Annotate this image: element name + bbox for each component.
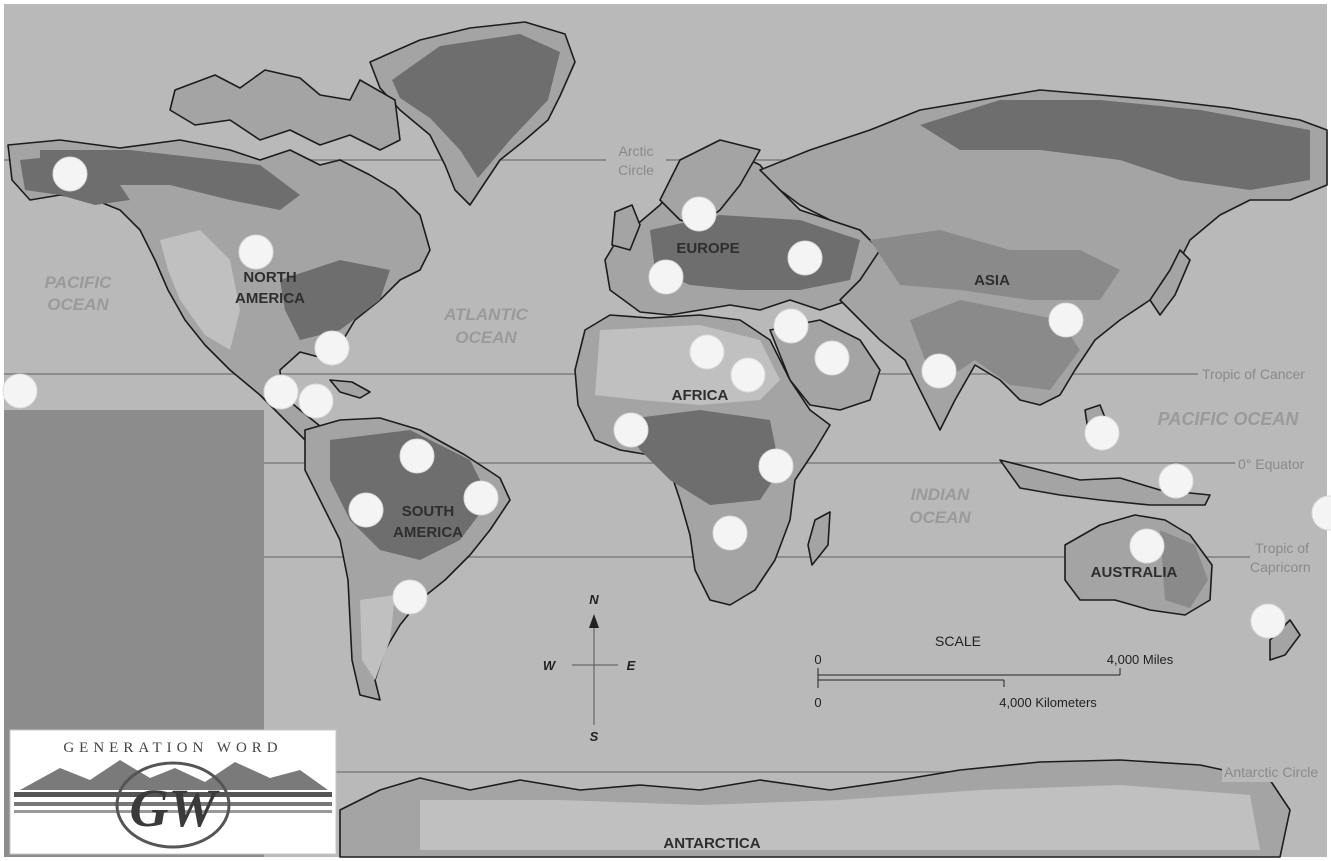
location-marker[interactable] [463, 480, 499, 516]
amazon-region [330, 430, 490, 560]
north-america-north [40, 150, 300, 210]
logo-text: GENERATION WORD [63, 740, 282, 756]
siberia [920, 100, 1310, 190]
location-marker[interactable] [348, 492, 384, 528]
location-marker[interactable] [1158, 463, 1194, 499]
label-arctic-1: Arctic [619, 143, 654, 159]
central-asia [870, 230, 1120, 300]
location-marker[interactable] [263, 374, 299, 410]
location-marker[interactable] [648, 259, 684, 295]
congo-basin [620, 410, 780, 505]
location-marker[interactable] [681, 196, 717, 232]
label-pacific-east: PACIFIC OCEAN [1158, 409, 1300, 429]
label-africa: AFRICA [672, 387, 729, 404]
location-marker[interactable] [1311, 495, 1331, 531]
location-marker[interactable] [52, 156, 88, 192]
location-marker[interactable] [613, 412, 649, 448]
scale-kilometers: 4,000 Kilometers [999, 695, 1097, 710]
compass-s: S [590, 729, 599, 744]
patagonia [360, 595, 395, 680]
location-marker[interactable] [730, 357, 766, 393]
north-arrow-icon [589, 614, 599, 628]
label-north-america-2: AMERICA [235, 290, 305, 307]
scale-title: SCALE [935, 633, 981, 649]
madagascar [807, 511, 831, 566]
location-marker[interactable] [814, 340, 850, 376]
location-marker[interactable] [2, 373, 38, 409]
location-marker[interactable] [392, 579, 428, 615]
logo-mountains-icon [20, 760, 328, 790]
label-atlantic-2: OCEAN [455, 328, 517, 347]
compass-e: E [627, 658, 636, 673]
compass-rose: N S E W [543, 592, 636, 744]
label-capricorn-2: Capricorn [1250, 559, 1311, 575]
label-australia: AUSTRALIA [1091, 564, 1178, 581]
australia-east [1160, 530, 1208, 608]
north-america-west [160, 230, 240, 350]
scale-bar: SCALE 0 4,000 Miles 0 4,000 Kilometers [814, 633, 1173, 710]
logo-monogram: GW [129, 778, 220, 838]
label-south-america-2: AMERICA [393, 524, 463, 541]
label-europe: EUROPE [676, 240, 739, 257]
location-marker[interactable] [298, 383, 334, 419]
location-marker[interactable] [238, 234, 274, 270]
label-antarctica: ANTARCTICA [663, 835, 760, 852]
label-antarctic: Antarctic Circle [1224, 764, 1318, 780]
ocean-labels: PACIFIC OCEAN ATLANTIC OCEAN PACIFIC OCE… [45, 273, 1300, 527]
arctic-islands [169, 69, 401, 151]
location-marker[interactable] [689, 334, 725, 370]
location-marker[interactable] [1129, 528, 1165, 564]
location-marker[interactable] [758, 448, 794, 484]
label-equator: 0° Equator [1238, 456, 1305, 472]
compass-n: N [589, 592, 599, 607]
label-asia: ASIA [974, 272, 1010, 289]
label-arctic-2: Circle [618, 162, 654, 178]
antarctica-ice [420, 785, 1260, 850]
location-marker[interactable] [712, 515, 748, 551]
indonesia [999, 459, 1211, 506]
latitude-labels: Arctic Circle Tropic of Cancer 0° Equato… [606, 143, 1327, 782]
generation-word-logo: GENERATION WORD GW [9, 729, 337, 855]
label-indian-1: INDIAN [911, 485, 970, 504]
location-marker[interactable] [787, 240, 823, 276]
label-north-america-1: NORTH [243, 269, 296, 286]
label-capricorn-1: Tropic of [1255, 540, 1309, 556]
greenland-ice [392, 34, 560, 178]
label-south-america-1: SOUTH [402, 503, 455, 520]
location-marker[interactable] [1250, 603, 1286, 639]
north-america-east [280, 260, 390, 340]
continent-labels: NORTH AMERICA SOUTH AMERICA EUROPE ASIA … [235, 240, 1177, 852]
location-marker[interactable] [1048, 302, 1084, 338]
location-markers[interactable] [2, 156, 1331, 639]
new-zealand [1269, 619, 1301, 661]
location-marker[interactable] [773, 308, 809, 344]
label-tropic-cancer: Tropic of Cancer [1202, 366, 1305, 382]
location-marker[interactable] [399, 438, 435, 474]
location-marker[interactable] [921, 353, 957, 389]
japan [1149, 249, 1191, 316]
label-atlantic-1: ATLANTIC [443, 305, 528, 324]
scale-miles: 4,000 Miles [1107, 652, 1174, 667]
label-indian-2: OCEAN [909, 508, 971, 527]
label-pacific-west-2: OCEAN [47, 295, 109, 314]
label-pacific-west-1: PACIFIC [45, 273, 112, 292]
british-isles [611, 204, 641, 251]
compass-w: W [543, 658, 557, 673]
location-marker[interactable] [314, 330, 350, 366]
caribbean [329, 379, 371, 399]
scale-zero-top: 0 [814, 652, 821, 667]
scale-zero-bottom: 0 [814, 695, 821, 710]
location-marker[interactable] [1084, 415, 1120, 451]
